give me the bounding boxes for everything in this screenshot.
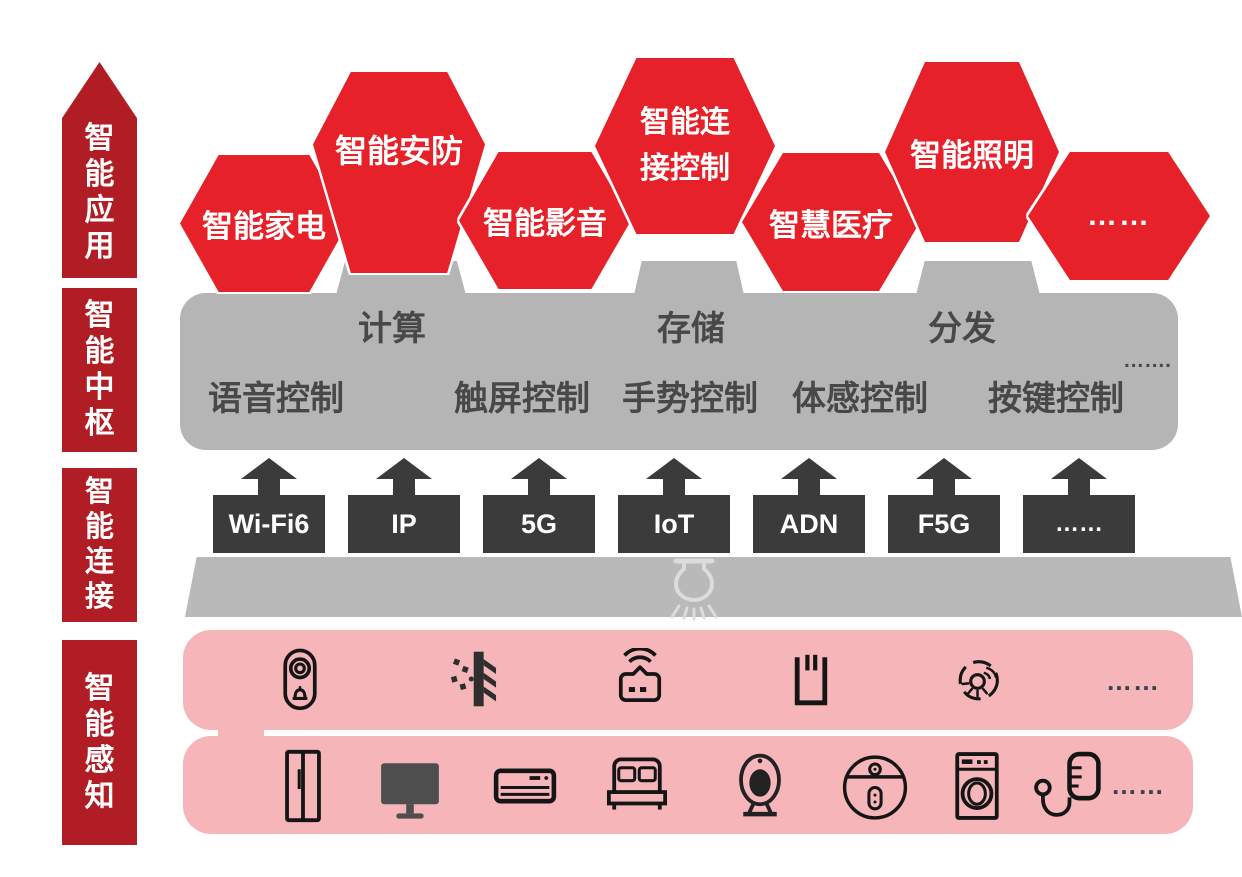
tv-icon xyxy=(381,763,439,819)
hub-more-ellipsis: ……. xyxy=(1123,349,1171,372)
air-conditioner-icon xyxy=(493,768,557,804)
layer-label-smart-hub: 智能中枢 xyxy=(62,288,137,452)
sensor-row-ellipsis: …… xyxy=(1106,666,1160,696)
smart-hub-panel xyxy=(180,293,1178,450)
up-arrow-icon xyxy=(646,458,702,479)
protocol-more: …… xyxy=(1023,458,1135,553)
hub-function-distribution: 分发 xyxy=(928,310,996,348)
protocol-iot: IoT xyxy=(618,458,730,553)
washing-machine-icon xyxy=(955,752,999,820)
layer-label-smart-connectivity: 智能连接 xyxy=(62,468,137,622)
hub-tab xyxy=(634,261,744,295)
hub-function-compute: 计算 xyxy=(358,310,426,348)
robot-vacuum-icon xyxy=(842,755,908,820)
protocol-adn: ADN xyxy=(753,458,865,553)
hexagon-smart-connection-control: 智能连 接控制 xyxy=(595,58,775,234)
layer-label-smart-perception: 智能感知 xyxy=(62,640,137,845)
protocol-wifi6: Wi-Fi6 xyxy=(213,458,325,553)
layer-label-text: 智能连接 xyxy=(84,476,114,613)
hexagon-smart-appliances: 智能家电 xyxy=(180,155,348,292)
hub-function-storage: 存储 xyxy=(657,310,725,348)
layer-label-smart-applications: 智能应用 xyxy=(62,62,137,278)
hexagon-more: …… xyxy=(1028,152,1210,280)
hub-control-voice: 语音控制 xyxy=(208,380,344,418)
motion-sensor-icon xyxy=(958,660,999,701)
device-row-ellipsis: …… xyxy=(1111,770,1165,800)
ceiling-light-icon xyxy=(670,558,718,621)
layer-label-text: 智能中枢 xyxy=(84,299,115,440)
up-arrow-icon xyxy=(1051,458,1107,479)
health-monitor-icon xyxy=(1034,751,1101,817)
spray-sensor-icon xyxy=(450,651,497,707)
hub-control-button: 按键控制 xyxy=(988,380,1124,418)
sensor-row-panel xyxy=(183,630,1193,730)
up-arrow-icon xyxy=(916,458,972,479)
hexagon-smart-security: 智能安防 xyxy=(313,72,485,273)
bed-icon xyxy=(606,757,668,810)
hub-control-gesture: 手势控制 xyxy=(622,380,758,418)
hub-tab xyxy=(916,261,1040,295)
layer-label-text: 智能感知 xyxy=(84,671,115,813)
camera-icon xyxy=(739,753,781,817)
hexagon-smart-audio-video: 智能影音 xyxy=(459,152,631,289)
gateway-router-icon xyxy=(618,648,662,702)
up-arrow-icon xyxy=(376,458,432,479)
smart-socket-icon xyxy=(794,654,828,706)
up-arrow-icon xyxy=(511,458,567,479)
hub-control-motion: 体感控制 xyxy=(792,380,928,418)
hub-control-touchscreen: 触屏控制 xyxy=(454,380,590,418)
protocol-ip: IP xyxy=(348,458,460,553)
protocol-f5g: F5G xyxy=(888,458,1000,553)
refrigerator-icon xyxy=(285,749,321,823)
protocol-5g: 5G xyxy=(483,458,595,553)
hexagon-smart-healthcare: 智慧医疗 xyxy=(742,153,920,291)
up-arrow-icon xyxy=(781,458,837,479)
up-arrow-icon xyxy=(241,458,297,479)
hexagon-smart-lighting: 智能照明 xyxy=(885,62,1059,242)
video-doorbell-icon xyxy=(283,648,317,711)
device-row-panel xyxy=(183,736,1193,834)
layer-label-text: 智能应用 xyxy=(84,122,115,263)
